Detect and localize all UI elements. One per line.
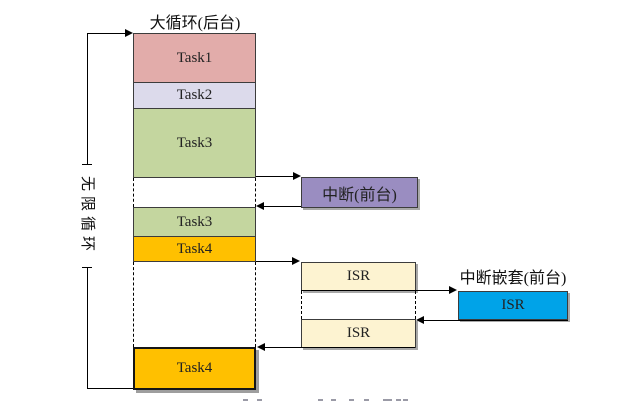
loop-entry-arrowhead-icon	[125, 29, 133, 37]
nested-isr-label: ISR	[501, 297, 525, 313]
loop-line-tick-bottom	[82, 267, 92, 268]
task4-resume-label: Task4	[176, 360, 213, 376]
caption-fragment	[396, 399, 401, 401]
loop-line-upper-segment	[87, 33, 88, 164]
caption-fragment	[318, 399, 323, 401]
task3-resume-box: Task3	[133, 207, 256, 237]
nested-isr-box: ISR	[458, 291, 568, 320]
interrupt-foreground-label: 中断(前台)	[322, 186, 397, 204]
interrupt-foreground-box: 中断(前台)	[301, 177, 418, 208]
loop-bottom-line	[87, 388, 133, 389]
caption-fragment	[383, 399, 392, 401]
caption-fragment	[331, 399, 336, 401]
caption-fragment	[364, 399, 369, 401]
task3-box: Task3	[133, 108, 256, 178]
task3-to-interrupt-arrowhead-icon	[293, 172, 301, 180]
isr-to-nested-arrowhead-icon	[449, 286, 457, 294]
isr1-box: ISR	[301, 262, 416, 291]
infinite-loop-label: 无限循环	[79, 175, 95, 256]
caption-fragment	[349, 399, 354, 401]
task4-to-isr-line	[256, 261, 294, 262]
background-loop-title: 大循环(后台)	[149, 15, 241, 32]
interrupt-return-line	[263, 206, 301, 207]
isr-return-line	[264, 347, 415, 348]
isr-to-nested-line	[301, 290, 451, 291]
main-column-gap1-right-dash	[255, 178, 256, 207]
isr-gap-right-dash	[415, 291, 416, 319]
task4-to-isr-arrowhead-icon	[292, 257, 300, 265]
isr-gap-left-dash	[301, 291, 302, 319]
main-column-gap2-right-dash	[255, 262, 256, 347]
task2-label: Task2	[176, 87, 213, 103]
task2-box: Task2	[133, 82, 256, 109]
task4-label: Task4	[176, 240, 213, 257]
nested-interrupt-title: 中断嵌套(前台)	[459, 270, 567, 287]
loop-line-tick-top	[82, 164, 92, 165]
caption-fragment	[243, 399, 248, 401]
isr1-label: ISR	[346, 268, 371, 284]
main-column-gap1-left-dash	[133, 178, 134, 207]
task3-resume-label: Task3	[176, 213, 213, 230]
loop-line-lower-segment	[87, 268, 88, 388]
task4-resume-box: Task4	[133, 347, 256, 390]
task4-box: Task4	[133, 236, 256, 262]
isr2-label: ISR	[346, 325, 371, 341]
caption-fragment	[257, 399, 262, 401]
task1-label: Task1	[176, 49, 213, 66]
caption-fragment	[403, 399, 408, 401]
isr2-box: ISR	[301, 319, 416, 348]
nested-return-arrowhead-icon	[416, 316, 424, 324]
loop-top-line	[87, 33, 126, 34]
interrupt-return-arrowhead-icon	[256, 202, 264, 210]
isr-return-arrowhead-icon	[257, 343, 265, 351]
task1-box: Task1	[133, 33, 256, 83]
task3-label: Task3	[176, 134, 213, 151]
task3-to-interrupt-line	[256, 176, 295, 177]
main-column-gap2-left-dash	[133, 262, 134, 347]
nested-return-line	[424, 320, 568, 321]
